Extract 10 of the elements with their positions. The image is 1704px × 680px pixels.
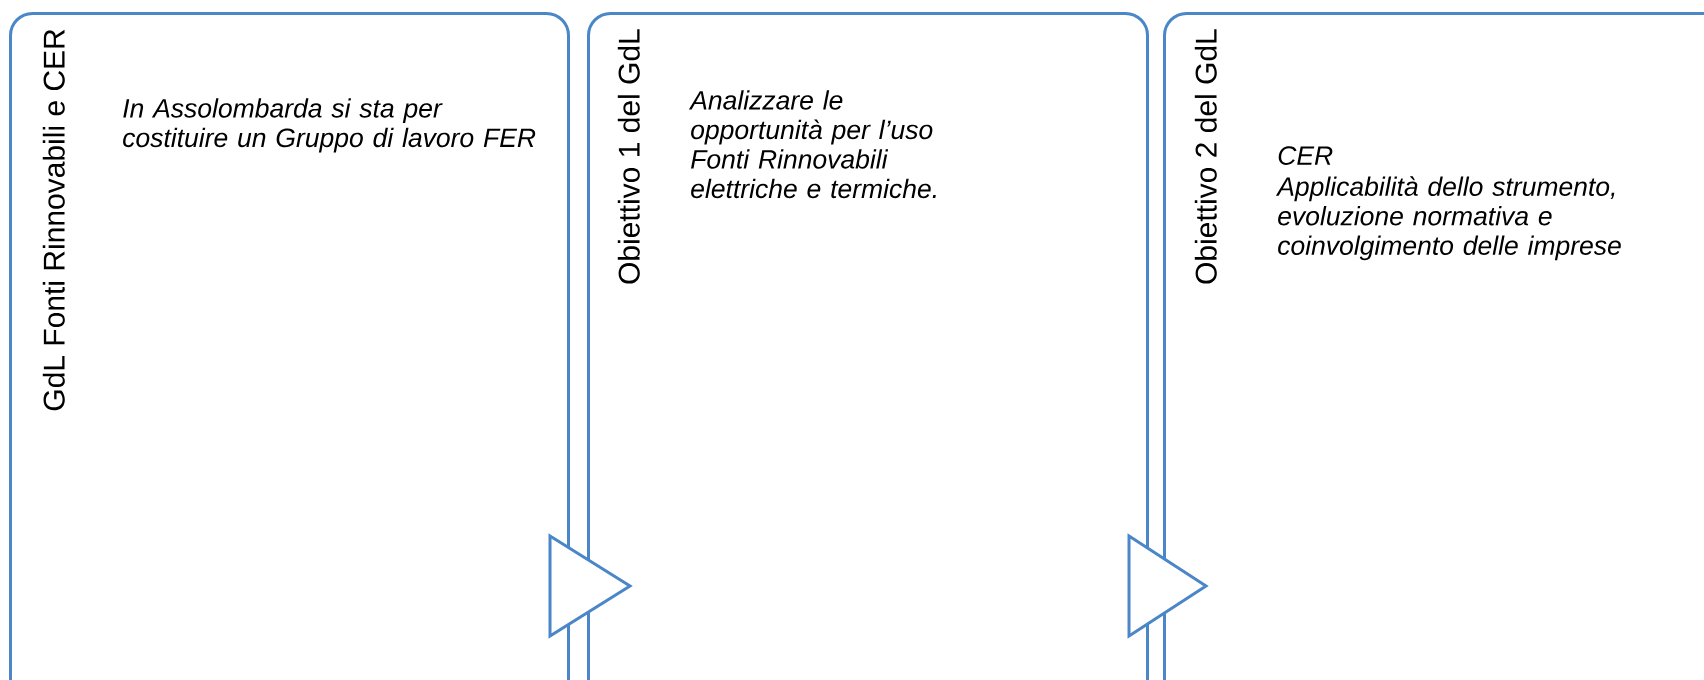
description-text: Analizzare le opportunità per l’uso Fonti Rinnovabili elettriche e termiche. <box>688 90 936 199</box>
vertical-heading: Obiettivo 2 del GdL <box>1194 29 1217 284</box>
stage-panel <box>9 12 570 680</box>
description-text: CER <box>1278 146 1333 165</box>
vertical-heading: Obiettivo 1 del GdL <box>617 29 640 284</box>
description-text: In Assolombarda si sta per costituire un Gruppo di lavoro FER <box>123 98 536 153</box>
stage-panel <box>587 12 1149 680</box>
vertical-heading: GdL Fonti Rinnovabili e CER <box>42 29 65 411</box>
description-text: Applicabilità dello strumento, evoluzione normativa e coinvolgimento delle imprese <box>1275 176 1621 261</box>
stage-panel <box>1163 12 1704 680</box>
